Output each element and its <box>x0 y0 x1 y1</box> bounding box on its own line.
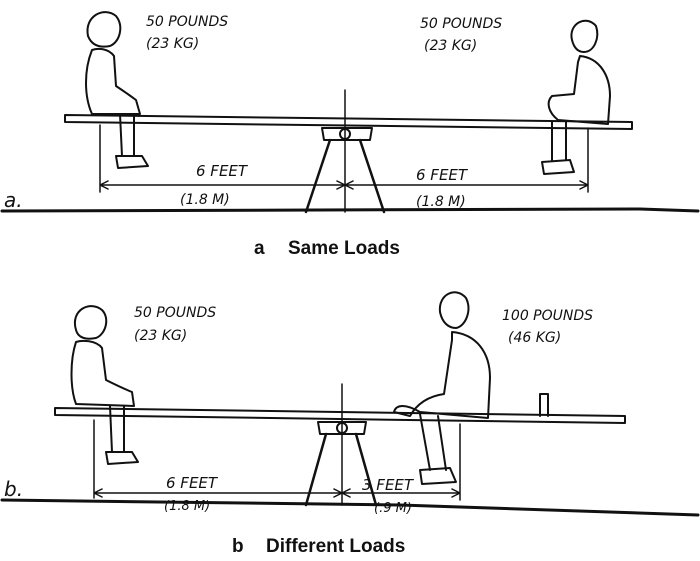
caption-text-b: Different Loads <box>266 536 405 557</box>
left-distance-metric-a: (1.8 M) <box>180 192 230 208</box>
seesaw-handle-b <box>539 393 549 417</box>
right-distance-metric-b: (.9 M) <box>374 501 412 516</box>
panel-b: b. 50 POUNDS (23 KG) 100 POUNDS (46 KG) … <box>0 291 700 557</box>
caption-letter-a: a <box>254 238 265 259</box>
seesaw-plank-a <box>64 114 633 130</box>
left-distance-a: 6 FEET <box>196 162 249 180</box>
left-weight-metric-b: (23 KG) <box>134 328 187 344</box>
girl-figure-a <box>85 11 149 169</box>
panel-label-a: a. <box>4 188 23 212</box>
right-distance-b: 3 FEET <box>362 476 415 494</box>
girl-figure-b <box>70 305 139 465</box>
boy-figure-a <box>541 19 611 175</box>
fulcrum-a <box>304 89 386 214</box>
dimension-line-a <box>99 124 589 193</box>
caption-letter-b: b <box>232 536 244 557</box>
left-weight-metric-a: (23 KG) <box>146 36 199 52</box>
right-weight-a: 50 POUNDS <box>420 16 502 32</box>
right-distance-a: 6 FEET <box>416 166 469 184</box>
left-weight-a: 50 POUNDS <box>146 14 228 30</box>
left-distance-b: 6 FEET <box>166 474 219 492</box>
right-weight-metric-a: (23 KG) <box>424 38 477 54</box>
caption-text-a: Same Loads <box>288 238 400 259</box>
left-weight-b: 50 POUNDS <box>134 305 216 321</box>
right-weight-metric-b: (46 KG) <box>508 330 561 346</box>
panel-a: a. 50 POUNDS (23 KG) 50 POUNDS (23 KG) 6… <box>0 11 700 259</box>
man-figure-b <box>393 291 491 485</box>
right-weight-b: 100 POUNDS <box>502 308 593 324</box>
ground-line-a <box>0 207 700 213</box>
right-distance-metric-a: (1.8 M) <box>416 194 466 210</box>
ground-line-b <box>0 498 700 517</box>
left-distance-metric-b: (1.8 M) <box>164 499 210 514</box>
panel-label-b: b. <box>4 477 23 501</box>
dimension-line-b <box>93 419 461 501</box>
